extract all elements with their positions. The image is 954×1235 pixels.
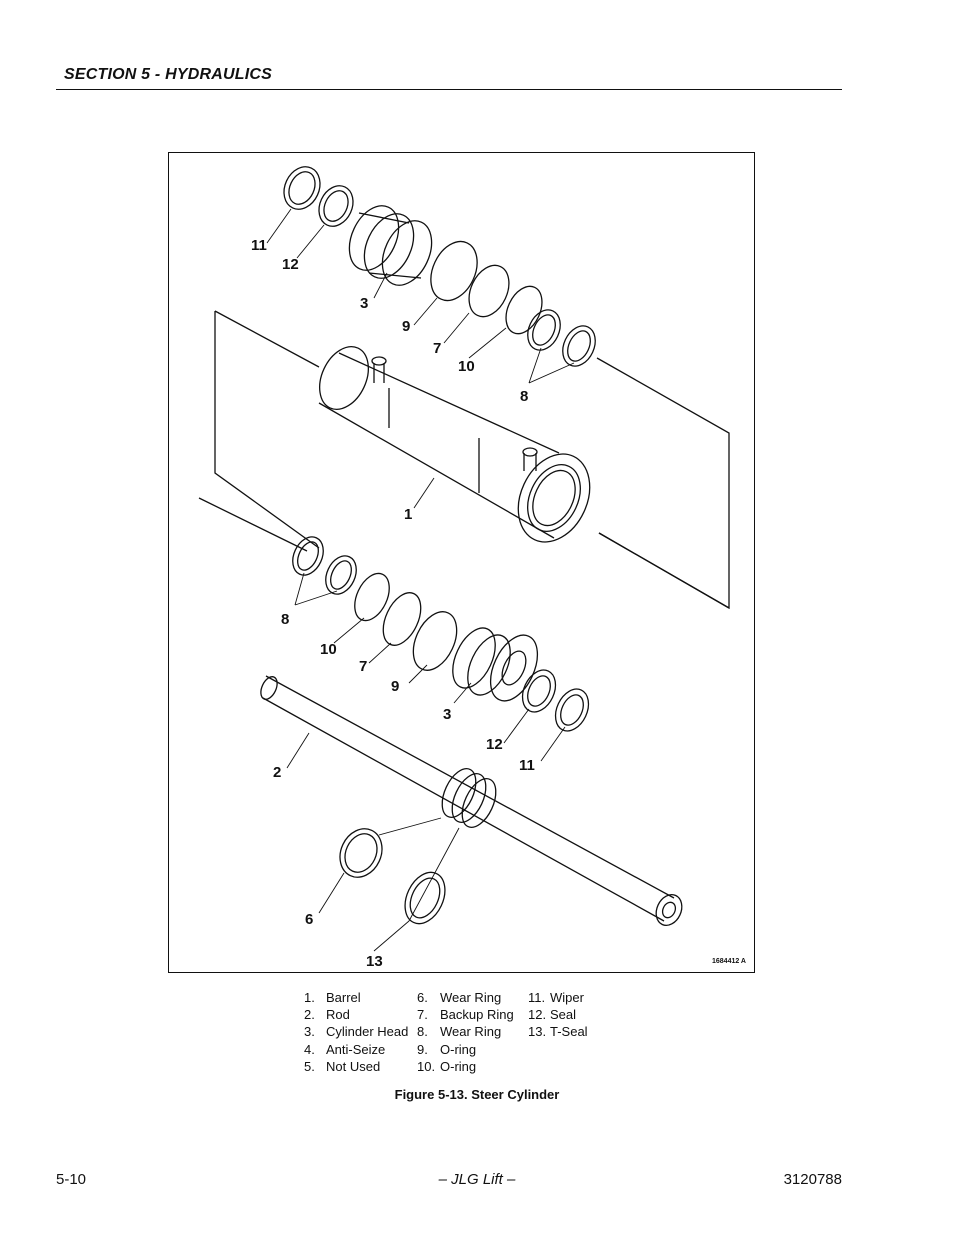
wear-ring-8-mid-a [292, 536, 324, 576]
wear-ring-8-top-a [527, 309, 561, 351]
legend-item: 13.T-Seal [528, 1024, 588, 1040]
legend-item: 4.Anti-Seize [304, 1041, 386, 1057]
legend-item: 5.Not Used [304, 1058, 381, 1074]
figure-frame: 11 12 3 9 7 10 8 1 8 10 7 9 3 12 11 2 6 … [168, 152, 755, 973]
callout-11-top: 11 [251, 237, 267, 254]
callout-7-top: 7 [433, 340, 442, 357]
o-ring-10-top [505, 285, 543, 335]
callout-10-top: 10 [458, 358, 475, 375]
drawing-number: 1684412 A [712, 958, 746, 965]
o-ring-9-mid [412, 611, 458, 671]
page-number: 5-10 [56, 1171, 87, 1188]
o-ring-9-top [430, 240, 478, 302]
legend-column-1: 1.Barrel 2.Rod 3.Cylinder Head 4.Anti-Se… [304, 989, 408, 1075]
callout-10-mid: 10 [320, 641, 337, 658]
callout-3-mid: 3 [443, 706, 452, 723]
wear-ring-8-top-b [562, 325, 596, 367]
backup-ring-7-top [468, 264, 510, 318]
legend-item: 10.O-ring [417, 1058, 477, 1074]
section-title: SECTION 5 - HYDRAULICS [64, 66, 272, 83]
callout-1: 1 [404, 506, 413, 523]
legend-item: 3.Cylinder Head [304, 1024, 409, 1040]
callout-13: 13 [366, 953, 383, 970]
leader-lines [266, 208, 575, 952]
steer-cylinder-exploded-drawing [198, 166, 730, 952]
backup-ring-7-mid [382, 592, 422, 646]
legend-item: 7.Backup Ring [417, 1007, 514, 1023]
cylinder-head-top [348, 205, 433, 286]
footer-publisher: – JLG Lift – [438, 1171, 516, 1188]
seal-ring-mid [521, 669, 557, 713]
header-rule [56, 89, 842, 90]
legend-item: 9.O-ring [417, 1041, 477, 1057]
legend-column-3: 11.Wiper 12.Seal 13.T-Seal [528, 989, 588, 1041]
legend-column-2: 6.Wear Ring 7.Backup Ring 8.Wear Ring 9.… [417, 989, 514, 1075]
legend-item: 12.Seal [528, 1007, 577, 1023]
legend-item: 8.Wear Ring [417, 1024, 502, 1040]
document-number: 3120788 [783, 1171, 842, 1188]
wiper-ring-mid [554, 688, 590, 732]
wiper-ring-top [283, 166, 321, 210]
seal-ring-top [318, 185, 354, 227]
callout-9-top: 9 [402, 318, 411, 335]
callout-7-mid: 7 [359, 658, 368, 675]
legend-item: 2.Rod [304, 1007, 350, 1023]
callout-2: 2 [273, 764, 282, 781]
legend-item: 6.Wear Ring [417, 990, 502, 1005]
callout-12-mid: 12 [486, 736, 503, 753]
legend-item: 1.Barrel [304, 990, 361, 1005]
t-seal-13 [404, 871, 446, 925]
wear-ring-6 [339, 828, 383, 878]
callout-9-mid: 9 [391, 678, 400, 695]
callout-11-mid: 11 [519, 757, 535, 774]
guide-line-lower [198, 497, 730, 609]
callout-6: 6 [305, 911, 314, 928]
callout-8-mid: 8 [281, 611, 290, 628]
cylinder-head-mid [452, 627, 539, 702]
rod-part [260, 675, 683, 927]
callout-8-top: 8 [520, 388, 529, 405]
callout-12-top: 12 [282, 256, 299, 273]
legend-item: 11.Wiper [528, 990, 584, 1005]
figure-caption: Figure 5-13. Steer Cylinder [394, 1087, 560, 1102]
callout-3-top: 3 [360, 295, 369, 312]
wear-ring-8-mid-b [325, 555, 357, 595]
barrel-part [318, 346, 591, 543]
